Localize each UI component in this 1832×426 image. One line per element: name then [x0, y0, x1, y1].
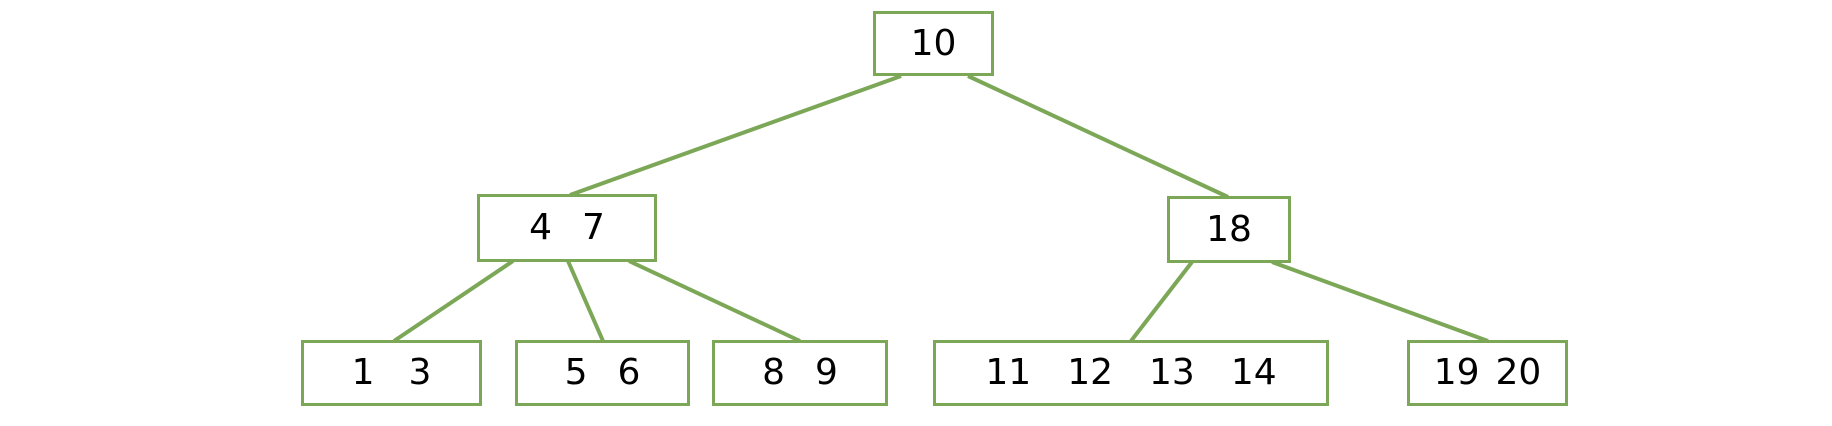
node-key: 18 [1206, 208, 1252, 250]
tree-node-root[interactable]: 10 [873, 11, 994, 76]
tree-node-leaf-4[interactable]: 11 12 13 14 [933, 340, 1329, 406]
node-key: 3 [408, 352, 432, 393]
node-key: 6 [617, 352, 641, 393]
tree-edge [569, 74, 902, 197]
node-key: 9 [815, 352, 838, 393]
tree-edge [628, 259, 801, 343]
node-key: 10 [910, 22, 957, 64]
node-key-list: 18 [1206, 208, 1252, 250]
tree-edge [392, 259, 515, 343]
tree-edge [1129, 260, 1194, 343]
node-key-list: 11 12 13 14 [985, 355, 1276, 391]
node-key: 11 [985, 352, 1032, 393]
node-key: 12 [1067, 352, 1113, 393]
node-key: 20 [1495, 352, 1542, 393]
node-key: 14 [1230, 352, 1277, 393]
tree-edge [967, 74, 1229, 199]
node-key: 8 [762, 352, 785, 393]
tree-edge [1271, 260, 1489, 343]
tree-node-internal-right[interactable]: 18 [1167, 196, 1291, 263]
node-key: 5 [564, 352, 588, 393]
node-key: 7 [582, 207, 605, 248]
node-key: 1 [351, 352, 375, 393]
node-key-list: 10 [910, 22, 957, 64]
node-key: 19 [1433, 352, 1480, 393]
node-key: 13 [1149, 352, 1195, 393]
node-key: 4 [529, 207, 552, 248]
tree-edge [566, 260, 605, 342]
